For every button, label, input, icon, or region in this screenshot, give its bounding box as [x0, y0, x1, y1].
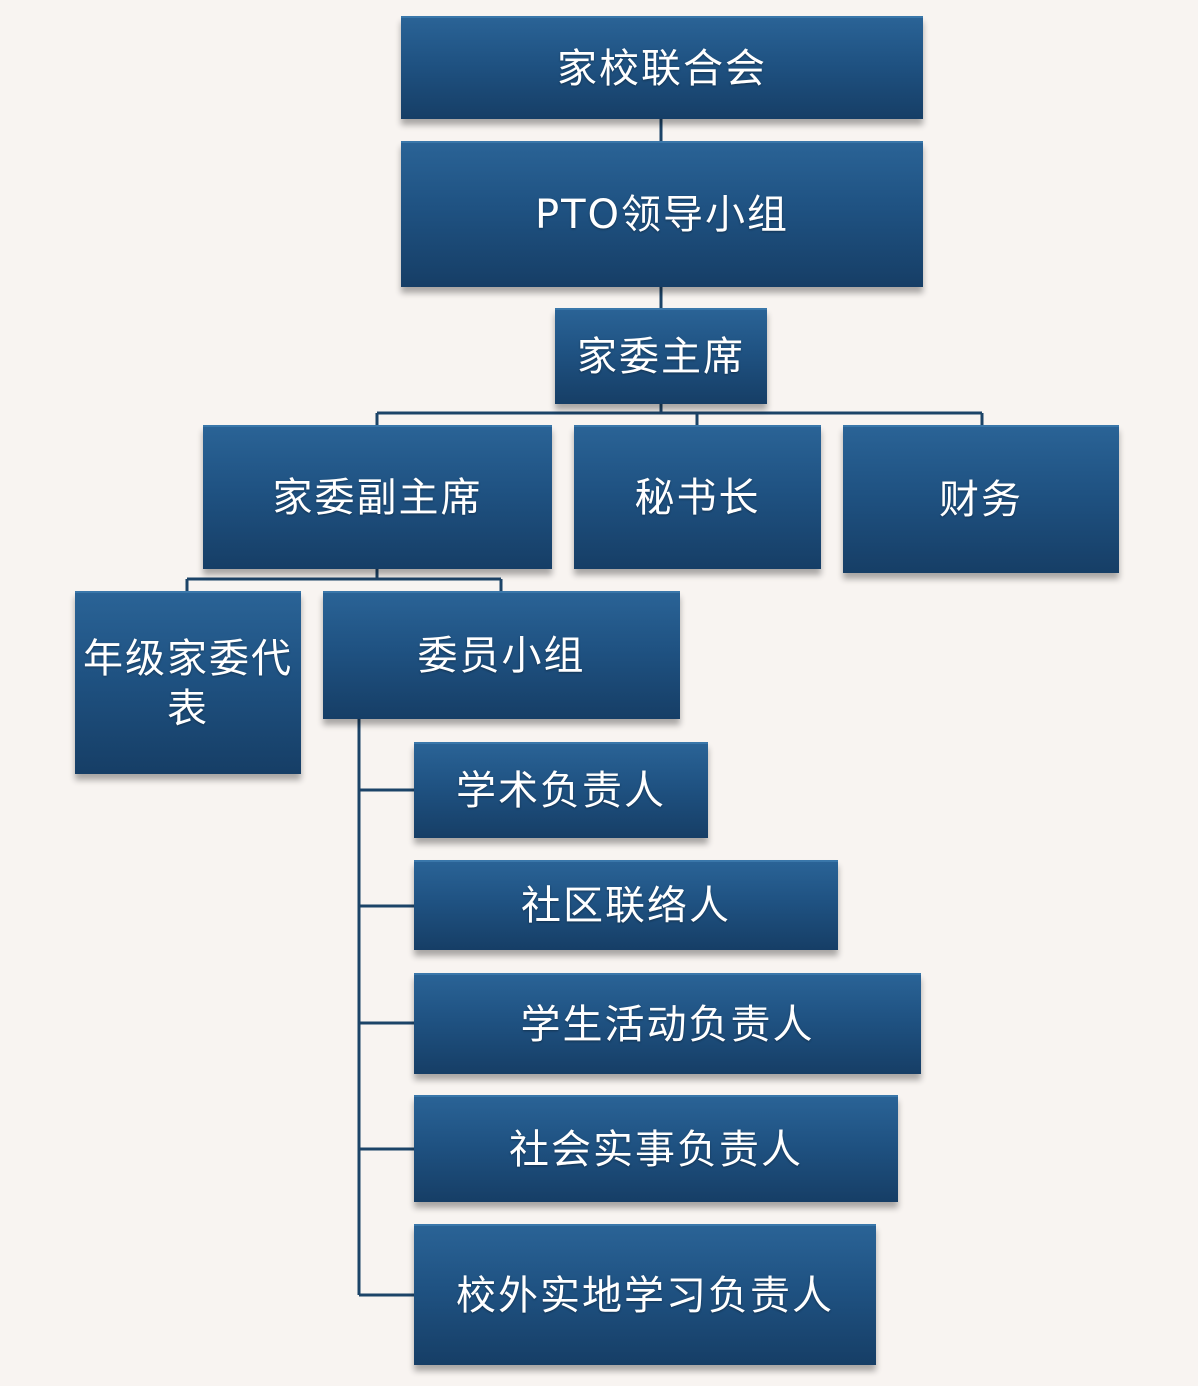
- node-social-practice: 社会实事负责人: [414, 1095, 898, 1202]
- node-secretary: 秘书长: [574, 425, 821, 569]
- node-field-study: 校外实地学习负责人: [414, 1224, 876, 1365]
- node-grade-rep: 年级家委代表: [75, 591, 301, 774]
- node-chair: 家委主席: [555, 308, 767, 404]
- node-academic: 学术负责人: [414, 742, 708, 838]
- node-finance: 财务: [843, 425, 1119, 573]
- node-student-activity: 学生活动负责人: [414, 973, 921, 1074]
- node-vice-chair: 家委副主席: [203, 425, 552, 569]
- node-root: 家校联合会: [401, 16, 923, 119]
- node-pto-leadership: PTO领导小组: [401, 141, 923, 287]
- node-community-liaison: 社区联络人: [414, 860, 838, 950]
- node-committee: 委员小组: [323, 591, 680, 719]
